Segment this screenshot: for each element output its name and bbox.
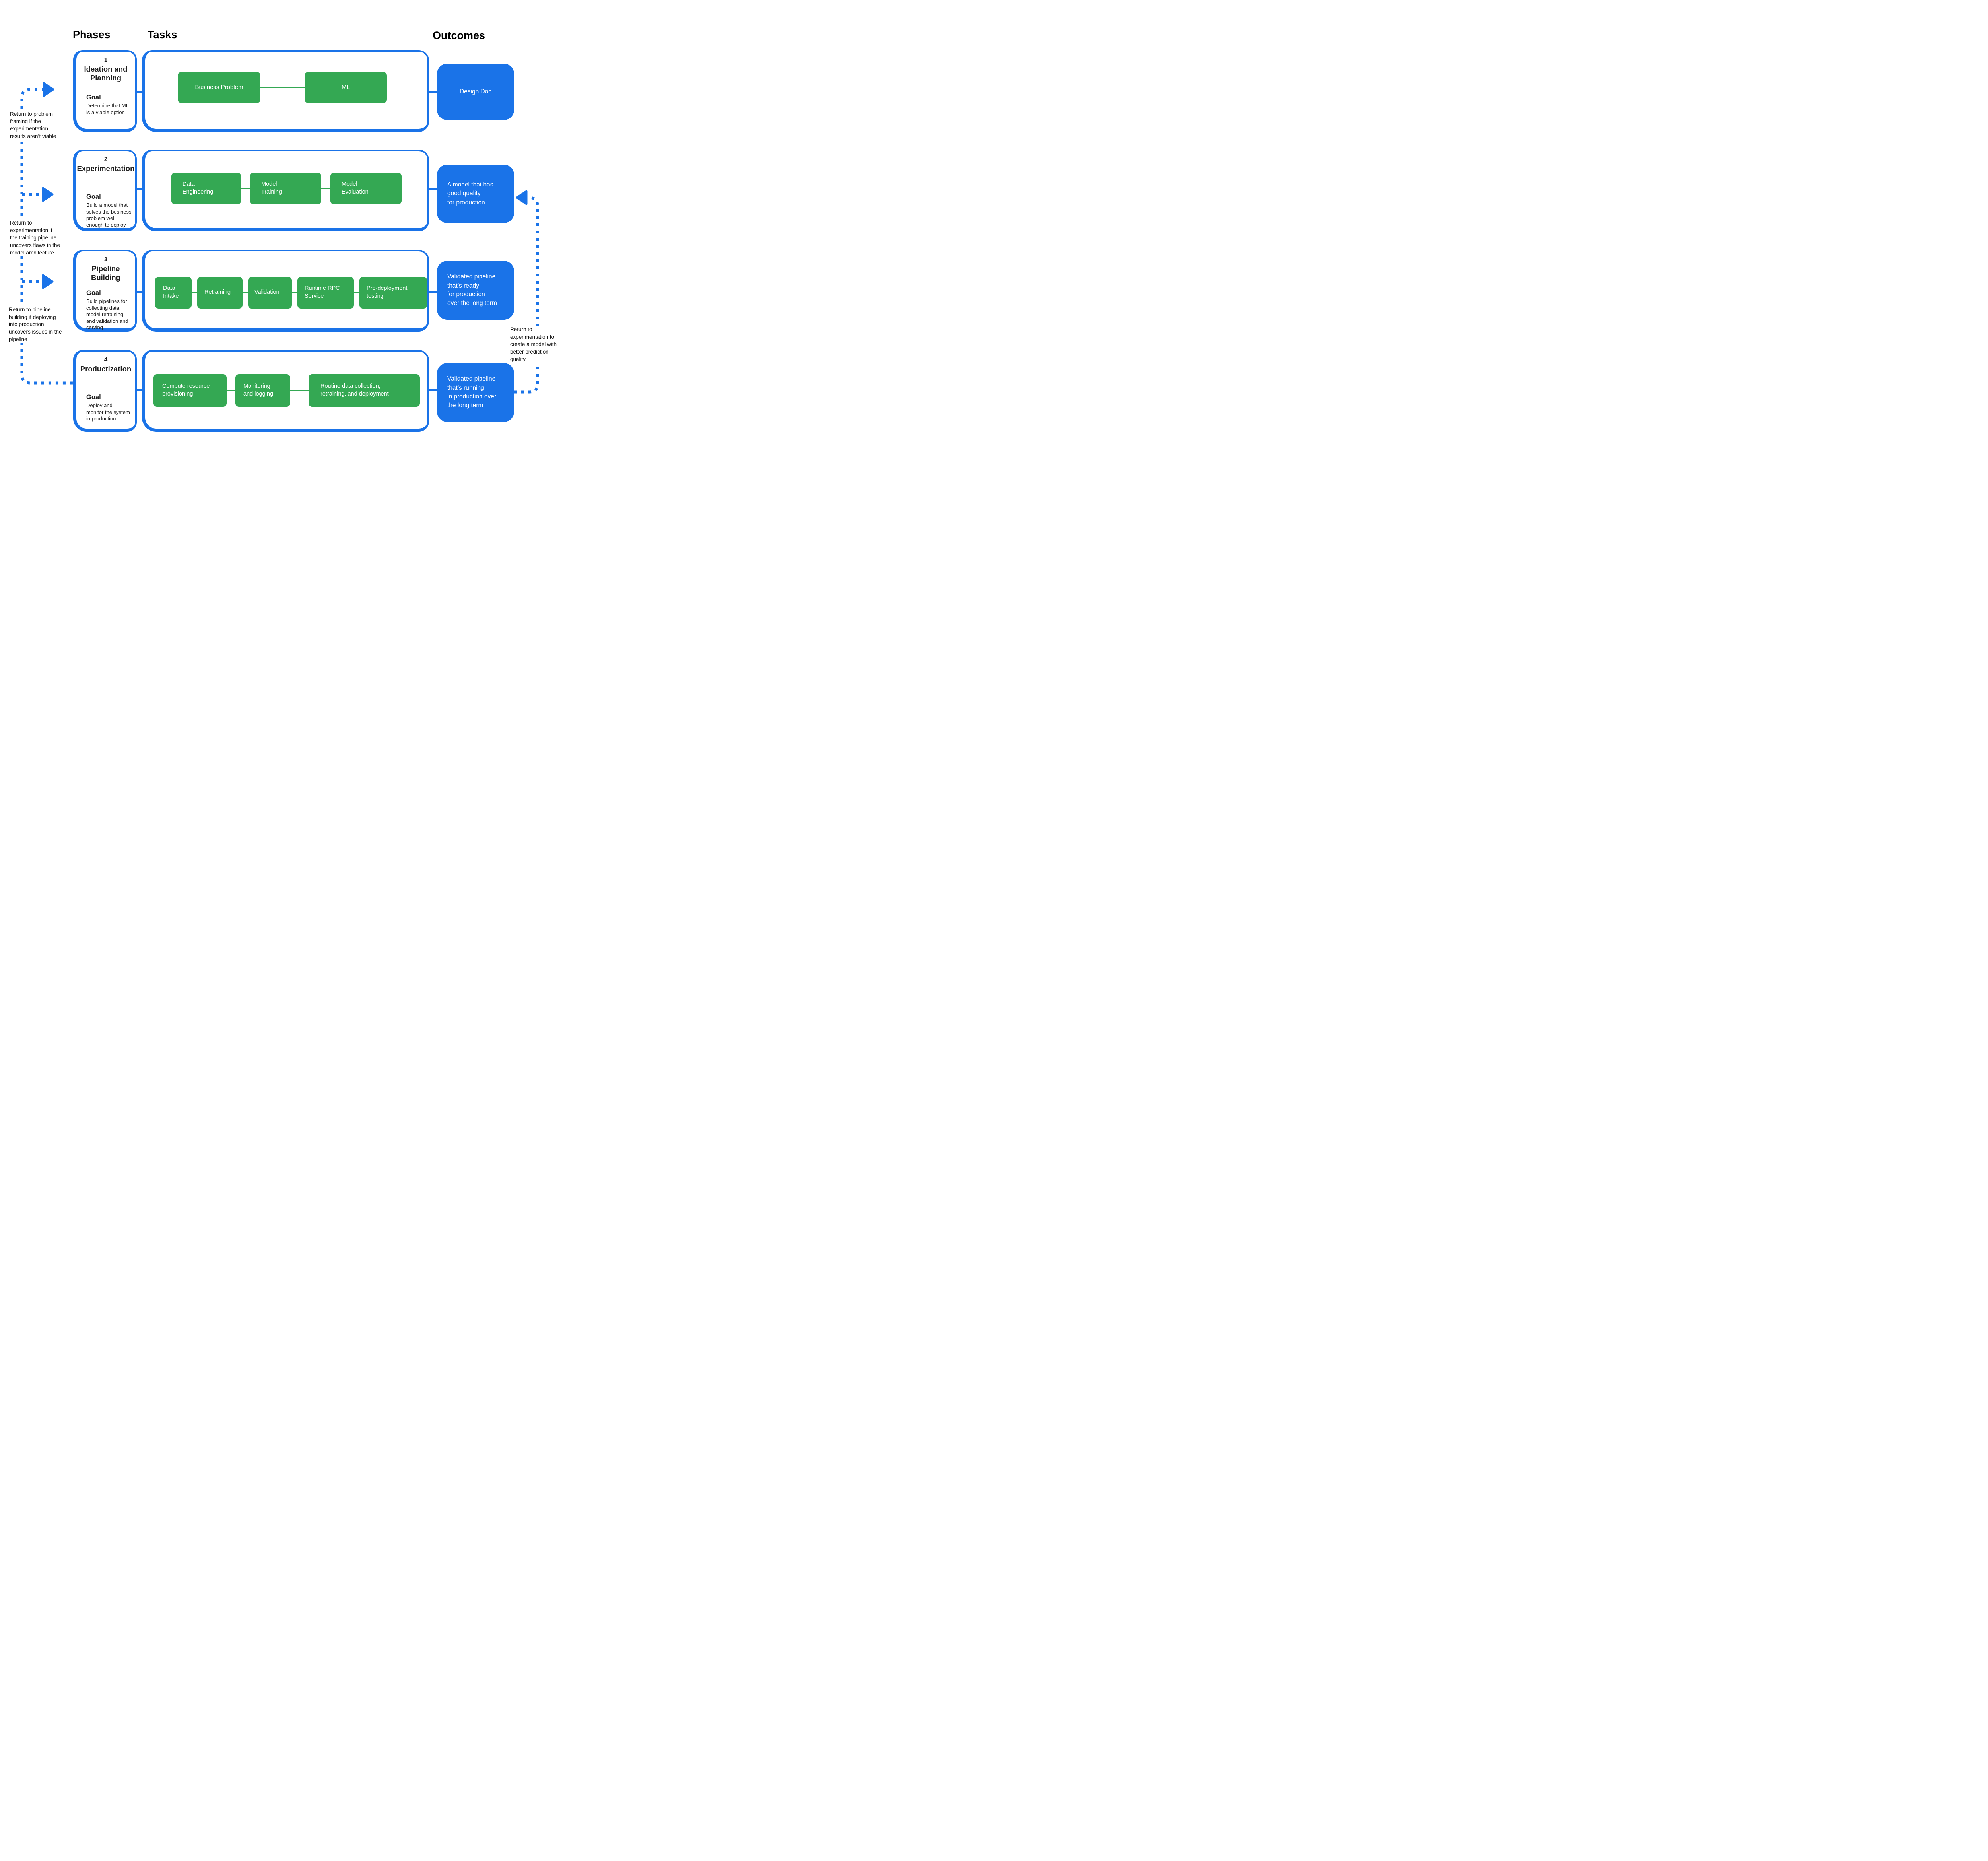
arrowhead-right-icon bbox=[43, 82, 54, 97]
task-box-monitoring-and-logging: Monitoring and logging bbox=[235, 374, 290, 407]
task-box-compute-resource-provisioning: Compute resource provisioning bbox=[153, 374, 227, 407]
goal-label: Goal bbox=[86, 193, 101, 200]
task-connector bbox=[354, 292, 359, 293]
task-connector bbox=[321, 188, 330, 189]
task-connector bbox=[243, 292, 248, 293]
goal-label: Goal bbox=[86, 94, 101, 101]
goal-label: Goal bbox=[86, 394, 101, 401]
phase-title: Experimentation bbox=[77, 164, 135, 173]
tasks-outcome-connector bbox=[428, 389, 437, 391]
goal-text: Build a model that solves the business p… bbox=[86, 202, 132, 228]
task-box-runtime-rpc-service: Runtime RPC Service bbox=[297, 277, 354, 309]
tasks-outcome-connector bbox=[428, 91, 437, 93]
outcome-box-validated-pipeline-running: Validated pipeline that’s running in pro… bbox=[437, 363, 514, 422]
column-header-tasks: Tasks bbox=[148, 29, 177, 41]
phase-tasks-connector bbox=[137, 91, 142, 93]
task-box-retraining: Retraining bbox=[197, 277, 243, 309]
task-box-data-engineering: Data Engineering bbox=[171, 173, 241, 204]
task-box-validation: Validation bbox=[248, 277, 292, 309]
task-box-business-problem: Business Problem bbox=[178, 72, 260, 103]
task-box-routine-data-collection: Routine data collection, retraining, and… bbox=[309, 374, 420, 407]
column-header-outcomes: Outcomes bbox=[433, 29, 485, 41]
goal-text: Determine that ML is a viable option bbox=[86, 103, 129, 115]
phase-tasks-connector bbox=[137, 389, 142, 391]
return-note-experimentation: Return to experimentation if the trainin… bbox=[10, 220, 60, 257]
task-box-data-intake: Data Intake bbox=[155, 277, 192, 309]
return-path-right bbox=[514, 196, 539, 394]
phase-number: 1 bbox=[104, 56, 108, 63]
outcome-box-validated-pipeline-ready: Validated pipeline that’s ready for prod… bbox=[437, 261, 514, 320]
task-box-model-training: Model Training bbox=[250, 173, 321, 204]
tasks-outcome-connector bbox=[428, 188, 437, 190]
task-connector bbox=[290, 390, 309, 391]
task-connector bbox=[241, 188, 250, 189]
outcome-box-quality-model: A model that has good quality for produc… bbox=[437, 165, 514, 223]
phase-card-productization: 4 Productization Goal Deploy and monitor… bbox=[73, 350, 137, 432]
task-box-ml: ML bbox=[305, 72, 387, 103]
task-connector bbox=[192, 292, 197, 293]
task-connector bbox=[227, 390, 235, 391]
phase-card-experimentation: 2 Experimentation Goal Build a model tha… bbox=[73, 150, 137, 231]
phase-number: 3 bbox=[104, 256, 108, 263]
arrowhead-right-icon bbox=[42, 187, 54, 202]
task-box-pre-deployment-testing: Pre-deployment testing bbox=[359, 277, 427, 309]
task-connector bbox=[292, 292, 297, 293]
phase-tasks-connector bbox=[137, 188, 142, 190]
arrowhead-right-icon bbox=[42, 274, 54, 289]
phase-card-ideation: 1 Ideation and Planning Goal Determine t… bbox=[73, 50, 137, 132]
return-note-problem-framing: Return to problem framing if the experim… bbox=[10, 111, 56, 140]
goal-text: Build pipelines for collecting data, mod… bbox=[86, 298, 128, 330]
phase-tasks-connector bbox=[137, 291, 142, 293]
goal-text: Deploy and monitor the system in product… bbox=[86, 402, 130, 422]
phase-title: Pipeline Building bbox=[91, 264, 120, 282]
mlops-phases-diagram: Phases Tasks Outcomes 1 Ideation and Pla… bbox=[0, 0, 564, 465]
arrowhead-left-icon bbox=[516, 190, 528, 205]
phase-title: Productization bbox=[80, 365, 132, 373]
phase-title: Ideation and Planning bbox=[84, 65, 128, 82]
task-connector bbox=[260, 87, 305, 88]
task-box-model-evaluation: Model Evaluation bbox=[330, 173, 402, 204]
phase-number: 2 bbox=[104, 156, 108, 163]
return-note-better-prediction: Return to experimentation to create a mo… bbox=[510, 326, 564, 363]
phase-card-pipeline-building: 3 Pipeline Building Goal Build pipelines… bbox=[73, 250, 137, 332]
outcome-box-design-doc: Design Doc bbox=[437, 64, 514, 120]
column-header-phases: Phases bbox=[73, 29, 111, 41]
return-note-pipeline-building: Return to pipeline building if deploying… bbox=[9, 306, 62, 344]
tasks-outcome-connector bbox=[428, 291, 437, 293]
phase-number: 4 bbox=[104, 356, 108, 363]
goal-label: Goal bbox=[86, 289, 101, 297]
